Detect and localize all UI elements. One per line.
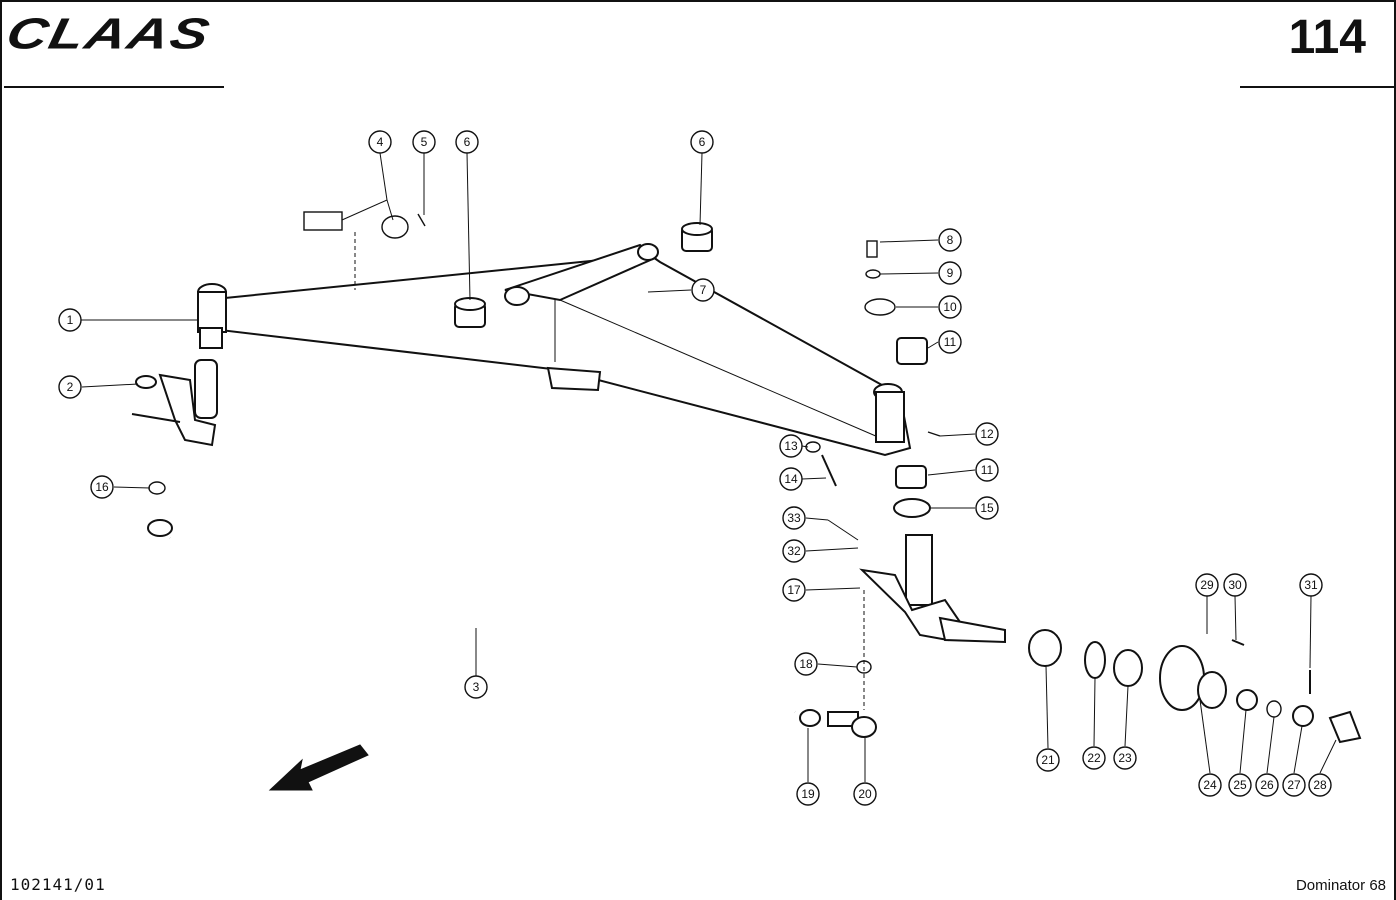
callout-20: 20 <box>853 782 877 806</box>
callout-16: 16 <box>90 475 114 499</box>
callout-15: 15 <box>975 496 999 520</box>
svg-text:28: 28 <box>1313 778 1327 792</box>
svg-text:29: 29 <box>1200 578 1214 592</box>
svg-text:7: 7 <box>700 283 707 297</box>
svg-text:27: 27 <box>1287 778 1301 792</box>
callout-24: 24 <box>1198 773 1222 797</box>
steering-knuckle-right <box>859 534 1006 644</box>
callout-14: 14 <box>779 467 803 491</box>
callout-8: 8 <box>938 228 962 252</box>
model-name: Dominator 68 <box>1295 877 1386 894</box>
header-rule-left <box>4 86 224 88</box>
svg-text:12: 12 <box>980 427 994 441</box>
callout-11-bottom: 11 <box>975 458 999 482</box>
callout-5: 5 <box>412 130 436 154</box>
tie-rod <box>147 481 796 714</box>
svg-text:15: 15 <box>980 501 994 515</box>
kingpin-parts <box>864 240 941 518</box>
callout-21: 21 <box>1036 748 1060 772</box>
svg-text:26: 26 <box>1260 778 1274 792</box>
shim-plate <box>303 211 343 231</box>
page-number: 114 <box>1288 11 1366 64</box>
callout-10: 10 <box>938 295 962 319</box>
callout-7: 7 <box>691 278 715 302</box>
page-frame-top <box>0 0 1396 2</box>
svg-text:4: 4 <box>377 135 384 149</box>
callout-11-top: 11 <box>938 330 962 354</box>
callout-26: 26 <box>1255 773 1279 797</box>
svg-text:18: 18 <box>799 657 813 671</box>
callout-27: 27 <box>1282 773 1306 797</box>
svg-text:24: 24 <box>1203 778 1217 792</box>
tie-rod-end <box>799 660 877 738</box>
callout-33: 33 <box>782 506 806 530</box>
callout-9: 9 <box>938 261 962 285</box>
svg-text:30: 30 <box>1228 578 1242 592</box>
bushing-right <box>681 222 713 252</box>
callout-3: 3 <box>464 675 488 699</box>
svg-text:6: 6 <box>699 135 706 149</box>
page-frame-left <box>0 0 2 900</box>
svg-text:23: 23 <box>1118 751 1132 765</box>
callout-13: 13 <box>779 434 803 458</box>
svg-text:31: 31 <box>1304 578 1318 592</box>
callout-32: 32 <box>782 539 806 563</box>
svg-text:13: 13 <box>784 439 798 453</box>
document-code: 102141/01 <box>10 875 106 894</box>
leader-lines <box>81 152 1337 782</box>
steering-knuckle-left <box>131 359 218 447</box>
svg-text:21: 21 <box>1041 753 1055 767</box>
callout-4: 4 <box>368 130 392 154</box>
svg-text:33: 33 <box>787 511 801 525</box>
pin-5 <box>417 213 426 227</box>
bolt-nut-set <box>805 441 837 487</box>
callout-18: 18 <box>794 652 818 676</box>
svg-text:25: 25 <box>1233 778 1247 792</box>
svg-text:19: 19 <box>801 787 815 801</box>
svg-text:17: 17 <box>787 583 801 597</box>
axle-beam <box>197 243 912 457</box>
callout-6-left: 6 <box>455 130 479 154</box>
direction-arrow <box>268 744 369 791</box>
page-frame-right <box>1394 0 1396 900</box>
svg-text:11: 11 <box>981 463 994 477</box>
callout-12: 12 <box>975 422 999 446</box>
wheel-hub-parts <box>1028 629 1362 744</box>
callout-28: 28 <box>1308 773 1332 797</box>
callout-25: 25 <box>1228 773 1252 797</box>
svg-text:20: 20 <box>858 787 872 801</box>
callout-23: 23 <box>1113 746 1137 770</box>
callout-6-right: 6 <box>690 130 714 154</box>
svg-text:3: 3 <box>473 680 480 694</box>
header-rule-right <box>1240 86 1396 88</box>
svg-text:1: 1 <box>67 313 74 327</box>
svg-text:11: 11 <box>944 335 957 349</box>
svg-text:2: 2 <box>67 380 74 394</box>
svg-text:22: 22 <box>1087 751 1101 765</box>
callout-17: 17 <box>782 578 806 602</box>
svg-text:9: 9 <box>947 266 954 280</box>
svg-text:16: 16 <box>95 480 109 494</box>
tube-end <box>504 286 530 306</box>
callout-1: 1 <box>58 308 82 332</box>
svg-text:14: 14 <box>784 472 798 486</box>
svg-text:8: 8 <box>947 233 954 247</box>
callout-31: 31 <box>1299 573 1323 597</box>
callout-30: 30 <box>1223 573 1247 597</box>
svg-text:5: 5 <box>421 135 428 149</box>
cover-disc <box>381 215 409 239</box>
callout-2: 2 <box>58 375 82 399</box>
callout-29: 29 <box>1195 573 1219 597</box>
callout-22: 22 <box>1082 746 1106 770</box>
svg-text:32: 32 <box>787 544 801 558</box>
bushing-left <box>454 297 486 328</box>
svg-text:6: 6 <box>464 135 471 149</box>
svg-text:10: 10 <box>943 300 957 314</box>
callout-19: 19 <box>796 782 820 806</box>
